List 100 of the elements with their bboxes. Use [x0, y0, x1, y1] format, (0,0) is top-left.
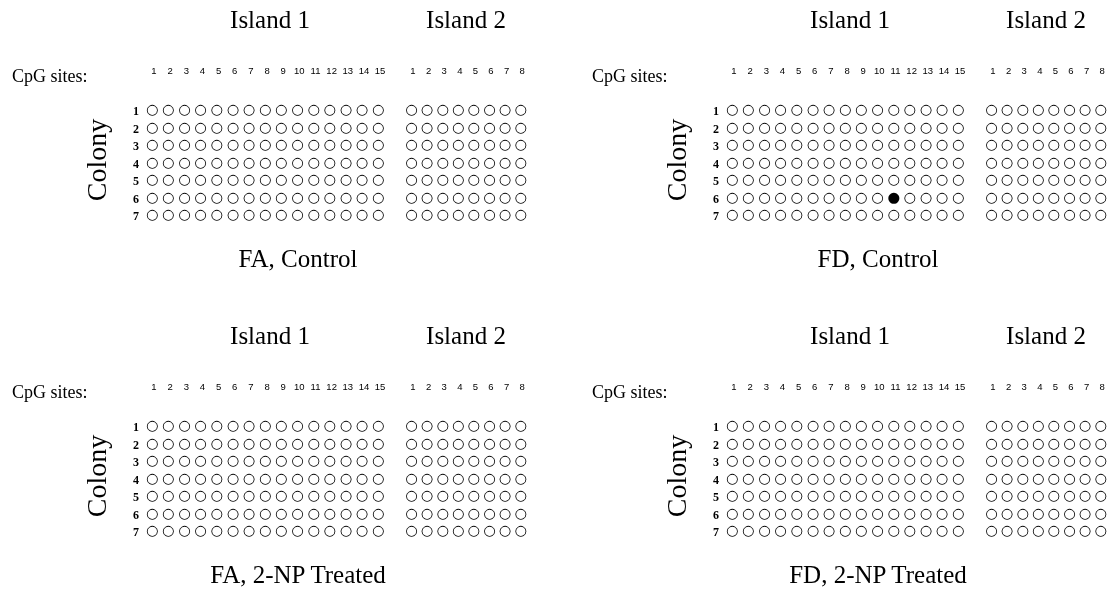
circle-row: ○○○○○○○○○○○○○○○ — [725, 487, 969, 503]
circle-row: ○○○○○○○○○○○○○○○ — [725, 417, 969, 433]
site-number: 5 — [472, 382, 479, 392]
circle-row: ○○○○○○○○○○○○○○○ — [725, 435, 969, 450]
site-number: 9 — [860, 66, 866, 76]
circle-row: ○○○○○○○○○○○○○○○ — [725, 206, 969, 222]
island-heading: Island 2 — [1006, 6, 1086, 32]
site-number: 12 — [326, 66, 337, 76]
site-number: 9 — [280, 382, 286, 392]
row-number: 6 — [133, 192, 139, 205]
circle-row: ○○○○○○○○ — [985, 470, 1110, 485]
circle-row: ○○○○○○○○ — [405, 452, 530, 468]
site-number: 5 — [795, 382, 802, 392]
circle-row: ○○○○○○○○○○○○○○○ — [145, 206, 389, 222]
island-heading: Island 2 — [1006, 322, 1086, 348]
circle-row: ○○○○○○○○ — [985, 452, 1110, 468]
circle-row: ○○○○○○○○○○○○○○○ — [725, 470, 969, 485]
panel-caption: FA, Control — [238, 245, 358, 271]
site-number: 14 — [938, 382, 950, 392]
circle-row: ○○○○○○○○ — [985, 206, 1110, 222]
site-number: 8 — [519, 66, 525, 76]
axis-label: Colony — [663, 118, 691, 202]
row-number: 3 — [713, 140, 719, 152]
circle-row: ○○○○○○○○ — [985, 101, 1110, 117]
row-number: 2 — [713, 438, 719, 451]
circle-row: ○○○○○○○○○○○○○○○ — [145, 435, 389, 450]
panel-caption: FD, 2-NP Treated — [789, 561, 967, 587]
site-number: 14 — [938, 66, 950, 76]
circle-row: ○○○○○○○○○○○○○○○ — [145, 470, 389, 485]
circle-row: ○○○○○○○○○○○○○○○ — [725, 101, 969, 117]
row-number: 1 — [133, 105, 139, 117]
site-number: 8 — [1099, 66, 1105, 76]
circle-row: ○○○○○○○○○○○○○○○ — [145, 505, 389, 520]
site-number: 5 — [215, 66, 222, 76]
site-number: 13 — [922, 66, 934, 76]
site-number: 5 — [472, 66, 479, 76]
row-number: 2 — [713, 122, 719, 135]
site-number: 3 — [1021, 382, 1027, 392]
circle-row: ○○○○○○○○○○○○○○○ — [145, 154, 389, 169]
site-number: 14 — [358, 66, 370, 76]
site-number: 7 — [828, 66, 834, 76]
site-number: 13 — [342, 382, 354, 392]
site-number: 8 — [1099, 382, 1105, 392]
site-number: 6 — [812, 66, 818, 76]
site-number: 6 — [232, 66, 238, 76]
site-number: 8 — [519, 382, 525, 392]
site-number: 13 — [342, 66, 354, 76]
site-number: 5 — [1052, 66, 1059, 76]
site-number: 2 — [1005, 66, 1012, 76]
circle-row: ○○○○○○○○ — [405, 206, 530, 222]
circle-row: ○○○○○○○○○○○○○○○ — [145, 119, 389, 134]
circle-row: ○○○○○○○○○○○○○○○ — [725, 136, 969, 152]
site-number: 4 — [779, 382, 786, 392]
circle-row: ○○○○○○○○ — [405, 417, 530, 433]
site-number: 1 — [990, 66, 996, 76]
circle-row: ○○○○○○○○○○○○○○○ — [145, 452, 389, 468]
site-number: 11 — [890, 382, 901, 392]
circle-row: ○○○○○○○○ — [405, 505, 530, 520]
site-number: 4 — [457, 382, 463, 392]
row-number: 4 — [713, 157, 719, 170]
circle-row: ○○○○○○○○ — [985, 171, 1110, 187]
site-number: 8 — [844, 66, 850, 76]
site-number: 6 — [1068, 66, 1074, 76]
circle-row: ○○○○○○○○ — [405, 522, 530, 538]
island-heading: Island 1 — [230, 322, 310, 348]
site-number: 10 — [874, 382, 885, 392]
site-number: 1 — [410, 382, 416, 392]
circle-row: ○○○○○○○○○○●○○○○ — [725, 189, 969, 204]
site-number: 6 — [488, 66, 494, 76]
circle-row: ○○○○○○○○○○○○○○○ — [145, 189, 389, 204]
circle-row: ○○○○○○○○○○○○○○○ — [725, 522, 969, 538]
site-number: 3 — [763, 382, 769, 392]
row-number: 3 — [713, 456, 719, 468]
row-number: 6 — [713, 192, 719, 205]
panel-caption: FD, Control — [817, 245, 939, 271]
axis-label: CpG sites: — [592, 383, 668, 401]
site-number: 2 — [167, 382, 173, 392]
row-number: 6 — [133, 508, 139, 521]
site-number: 6 — [232, 382, 238, 392]
island-heading: Island 2 — [426, 322, 506, 348]
circle-row: ○○○○○○○○ — [405, 101, 530, 117]
circle-row: ○○○○○○○○ — [985, 435, 1110, 450]
site-number: 5 — [1052, 382, 1059, 392]
circle-row: ○○○○○○○○ — [985, 119, 1110, 134]
site-number: 15 — [954, 382, 966, 392]
site-number: 6 — [488, 382, 494, 392]
row-number: 5 — [713, 491, 719, 503]
site-number: 4 — [199, 66, 206, 76]
site-number: 3 — [441, 382, 447, 392]
site-number: 12 — [906, 382, 917, 392]
site-number: 5 — [215, 382, 222, 392]
site-number: 4 — [457, 66, 463, 76]
axis-label: CpG sites: — [592, 67, 668, 85]
row-number: 7 — [133, 210, 139, 222]
site-number: 9 — [280, 66, 286, 76]
site-number: 8 — [264, 66, 270, 76]
circle-row: ○○○○○○○○ — [405, 136, 530, 152]
site-number: 3 — [1021, 66, 1027, 76]
circle-row: ○○○○○○○○ — [985, 505, 1110, 520]
site-number: 15 — [374, 382, 386, 392]
